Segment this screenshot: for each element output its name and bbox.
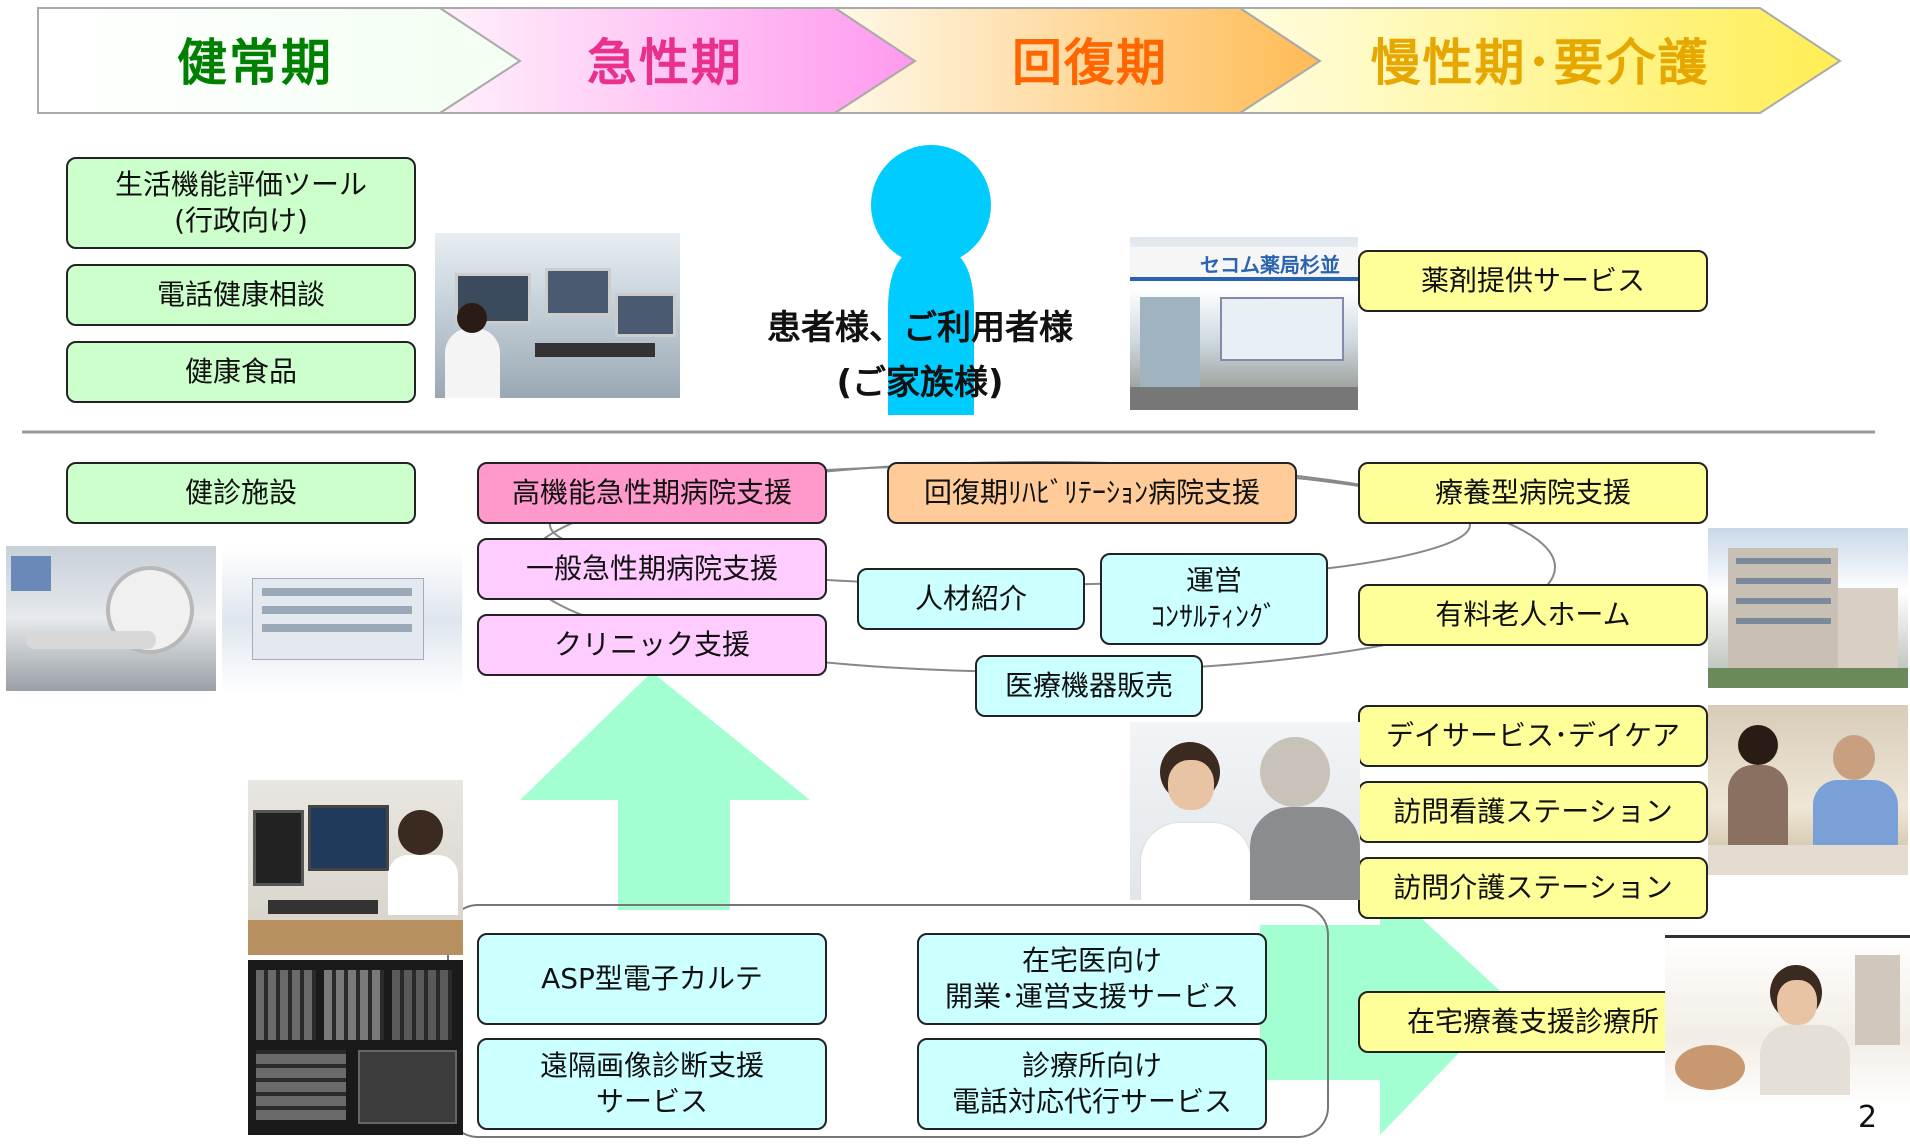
facility-building-photo — [222, 548, 462, 693]
patient-label-line1: 患者様、ご利用者様 — [767, 308, 1073, 348]
rehab-hospital-label: 回復期ﾘﾊﾋﾞﾘﾃｰｼｮﾝ病院支援 — [923, 475, 1260, 509]
patient-label: 患者様、ご利用者様 (ご家族様) — [750, 300, 1090, 404]
clinic-phone-service-box: 診療所向け 電話対応代行サービス — [917, 1038, 1267, 1130]
nursing-home-building-photo — [1708, 528, 1908, 688]
long-term-care-hospital-box: 療養型病院支援 — [1358, 462, 1708, 524]
home-doctor-support-line1: 在宅医向け — [1021, 943, 1162, 977]
remote-imaging-box: 遠隔画像診断支援 サービス — [477, 1038, 827, 1130]
health-food-box: 健康食品 — [66, 341, 416, 403]
doctor-patient-photo — [1130, 722, 1360, 900]
clinic-support-box: クリニック支援 — [477, 614, 827, 676]
ct-scanner-photo — [6, 546, 216, 691]
asp-emr-label: ASP型電子カルテ — [541, 961, 763, 995]
phone-health-consult-label: 電話健康相談 — [156, 277, 325, 311]
phase-label-acute: 急性期 — [587, 34, 743, 92]
rehab-hospital-box: 回復期ﾘﾊﾋﾞﾘﾃｰｼｮﾝ病院支援 — [887, 462, 1297, 524]
home-doctor-support-line2: 開業･運営支援サービス — [944, 980, 1239, 1013]
up-arrow — [520, 672, 810, 910]
nursing-home-label: 有料老人ホーム — [1435, 597, 1631, 631]
consulting-line2: ｺﾝｻﾙﾃｨﾝｸﾞ — [1150, 600, 1277, 633]
person-icon — [871, 145, 991, 415]
drug-supply-service-box: 薬剤提供サービス — [1358, 250, 1708, 312]
phase-label-recovery: 回復期 — [1012, 34, 1168, 92]
consulting-box: 運営 ｺﾝｻﾙﾃｨﾝｸﾞ — [1100, 553, 1328, 645]
call-center-photo — [435, 233, 680, 398]
life-function-tool-line2: (行政向け) — [174, 204, 308, 237]
patient-label-line2: (ご家族様) — [836, 363, 1004, 403]
home-doctor-support-box: 在宅医向け 開業･運営支援サービス — [917, 933, 1267, 1025]
page-number: 2 — [1858, 1100, 1878, 1135]
clinic-phone-service-line1: 診療所向け — [1021, 1048, 1162, 1082]
general-acute-hospital-label: 一般急性期病院支援 — [525, 551, 778, 585]
nursing-home-box: 有料老人ホーム — [1358, 584, 1708, 646]
medical-equipment-label: 医療機器販売 — [1004, 668, 1173, 702]
visiting-care-box: 訪問介護ステーション — [1358, 857, 1708, 919]
visiting-nurse-label: 訪問看護ステーション — [1393, 794, 1673, 828]
health-check-facility-label: 健診施設 — [184, 475, 297, 509]
life-function-tool-line1: 生活機能評価ツール — [114, 167, 367, 201]
advanced-acute-hospital-box: 高機能急性期病院支援 — [477, 462, 827, 524]
health-food-label: 健康食品 — [184, 354, 297, 388]
phone-health-consult-box: 電話健康相談 — [66, 264, 416, 326]
life-function-tool-box: 生活機能評価ツール (行政向け) — [66, 157, 416, 249]
medical-equipment-box: 医療機器販売 — [975, 655, 1203, 717]
home-care-photo — [1665, 935, 1910, 1107]
radiology-workstation-photo — [248, 780, 463, 955]
consulting-line1: 運営 — [1185, 563, 1242, 597]
remote-imaging-line2: サービス — [595, 1085, 708, 1118]
phase-label-chronic: 慢性期･要介護 — [1370, 34, 1710, 92]
clinic-support-label: クリニック支援 — [553, 627, 750, 661]
staffing-box: 人材紹介 — [857, 568, 1085, 630]
day-service-label: デイサービス･デイケア — [1385, 718, 1680, 752]
home-care-clinic-label: 在宅療養支援診療所 — [1406, 1004, 1659, 1038]
general-acute-hospital-box: 一般急性期病院支援 — [477, 538, 827, 600]
asp-emr-box: ASP型電子カルテ — [477, 933, 827, 1025]
health-check-facility-box: 健診施設 — [66, 462, 416, 524]
clinic-phone-service-line2: 電話対応代行サービス — [951, 1085, 1232, 1118]
visiting-nurse-box: 訪問看護ステーション — [1358, 781, 1708, 843]
long-term-care-hospital-label: 療養型病院支援 — [1434, 475, 1631, 509]
staffing-label: 人材紹介 — [914, 581, 1027, 615]
day-service-box: デイサービス･デイケア — [1358, 705, 1708, 767]
home-care-clinic-box: 在宅療養支援診療所 — [1358, 991, 1708, 1053]
day-care-photo — [1708, 705, 1908, 875]
phase-label-healthy: 健常期 — [177, 34, 333, 92]
advanced-acute-hospital-label: 高機能急性期病院支援 — [511, 475, 792, 509]
phase-arrow-4 — [1236, 7, 1842, 114]
drug-supply-service-label: 薬剤提供サービス — [1420, 263, 1645, 297]
pharmacy-photo: セコム薬局杉並 — [1130, 237, 1358, 410]
visiting-care-label: 訪問介護ステーション — [1393, 870, 1673, 904]
pharmacy-sign: セコム薬局杉並 — [1200, 253, 1340, 277]
phase-banner — [37, 7, 1842, 114]
remote-imaging-line1: 遠隔画像診断支援 — [539, 1048, 764, 1082]
imaging-monitors-photo — [248, 960, 463, 1135]
